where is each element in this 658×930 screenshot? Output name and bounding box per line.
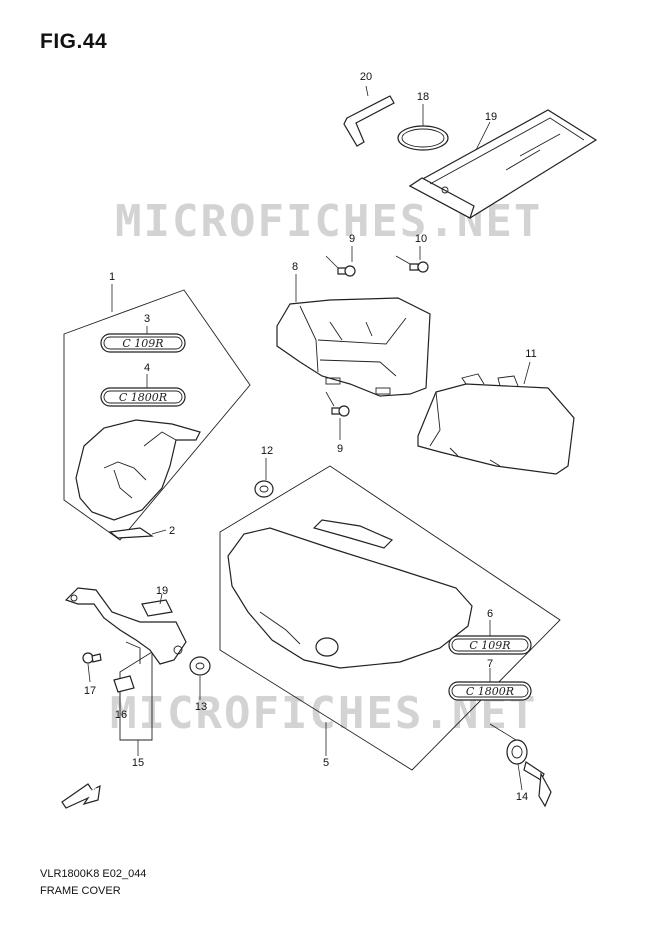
part-14-key-lock bbox=[506, 739, 552, 808]
part-19-o-ring bbox=[397, 125, 449, 151]
callout-15: 15 bbox=[132, 757, 144, 769]
emblem-6-text: C 109R bbox=[469, 639, 510, 652]
callout-17: 17 bbox=[84, 685, 96, 697]
part-11-cover bbox=[417, 373, 575, 475]
screw-9-upper bbox=[337, 265, 356, 277]
emblem-4-text: C 1800R bbox=[119, 391, 167, 404]
frame-left-set bbox=[63, 289, 251, 541]
fwd-direction-arrow: FWD bbox=[61, 783, 101, 809]
part-13-grommet bbox=[189, 656, 211, 676]
callout-6: 6 bbox=[487, 608, 493, 620]
screw-10 bbox=[409, 261, 429, 273]
figure-footer: VLR1800K8 E02_044 FRAME COVER bbox=[40, 866, 146, 900]
callout-1: 1 bbox=[109, 271, 115, 283]
part-8-battery-tray bbox=[276, 297, 431, 397]
callout-10: 10 bbox=[415, 233, 427, 245]
emblem-3-c109r: C 109R bbox=[100, 333, 186, 353]
emblem-3-text: C 109R bbox=[122, 337, 163, 350]
callout-11: 11 bbox=[525, 348, 536, 360]
part-17-bolt bbox=[82, 652, 102, 664]
screw-9-lower bbox=[331, 405, 350, 417]
callout-3: 3 bbox=[144, 313, 150, 325]
part-21-hex-wrench bbox=[343, 95, 395, 147]
part-12-grommet bbox=[254, 480, 274, 498]
part-1-left-frame-cover bbox=[75, 419, 201, 521]
emblem-6-c109r: C 109R bbox=[448, 635, 532, 655]
part-18-cushion bbox=[141, 599, 173, 617]
callout-numbers: 20 18 19 9 10 8 9 11 1 3 4 2 12 13 5 6 7… bbox=[84, 71, 537, 803]
part-20-tool-pouch bbox=[408, 109, 598, 219]
model-code: VLR1800K8 E02_044 bbox=[40, 868, 147, 880]
emblem-7-text: C 1800R bbox=[466, 685, 514, 698]
part-5-right-frame-cover bbox=[227, 519, 473, 669]
callout-13: 13 bbox=[195, 701, 207, 713]
part-16-pad bbox=[113, 675, 135, 693]
callout-9-upper: 9 bbox=[349, 233, 355, 245]
callout-5: 5 bbox=[323, 757, 329, 769]
section-name: FRAME COVER bbox=[40, 885, 121, 897]
figure-title: FIG.44 bbox=[40, 30, 108, 53]
callout-21: 20 bbox=[360, 71, 372, 83]
callout-7: 7 bbox=[487, 658, 493, 670]
callout-19: 18 bbox=[417, 91, 429, 103]
leader-lines bbox=[87, 85, 531, 791]
callout-16: 16 bbox=[115, 709, 127, 721]
part-2-seal bbox=[108, 527, 154, 539]
emblem-4-c1800r: C 1800R bbox=[100, 387, 186, 407]
callout-20: 19 bbox=[485, 111, 497, 123]
emblem-7-c1800r: C 1800R bbox=[448, 681, 532, 701]
callout-2: 2 bbox=[169, 525, 175, 537]
callout-4: 4 bbox=[144, 362, 150, 374]
callout-14: 14 bbox=[516, 791, 528, 803]
callout-18: 19 bbox=[156, 585, 168, 597]
callout-8: 8 bbox=[292, 261, 298, 273]
callout-12: 12 bbox=[261, 445, 273, 457]
callout-9-lower: 9 bbox=[337, 443, 343, 455]
part-15-bracket bbox=[64, 587, 187, 665]
